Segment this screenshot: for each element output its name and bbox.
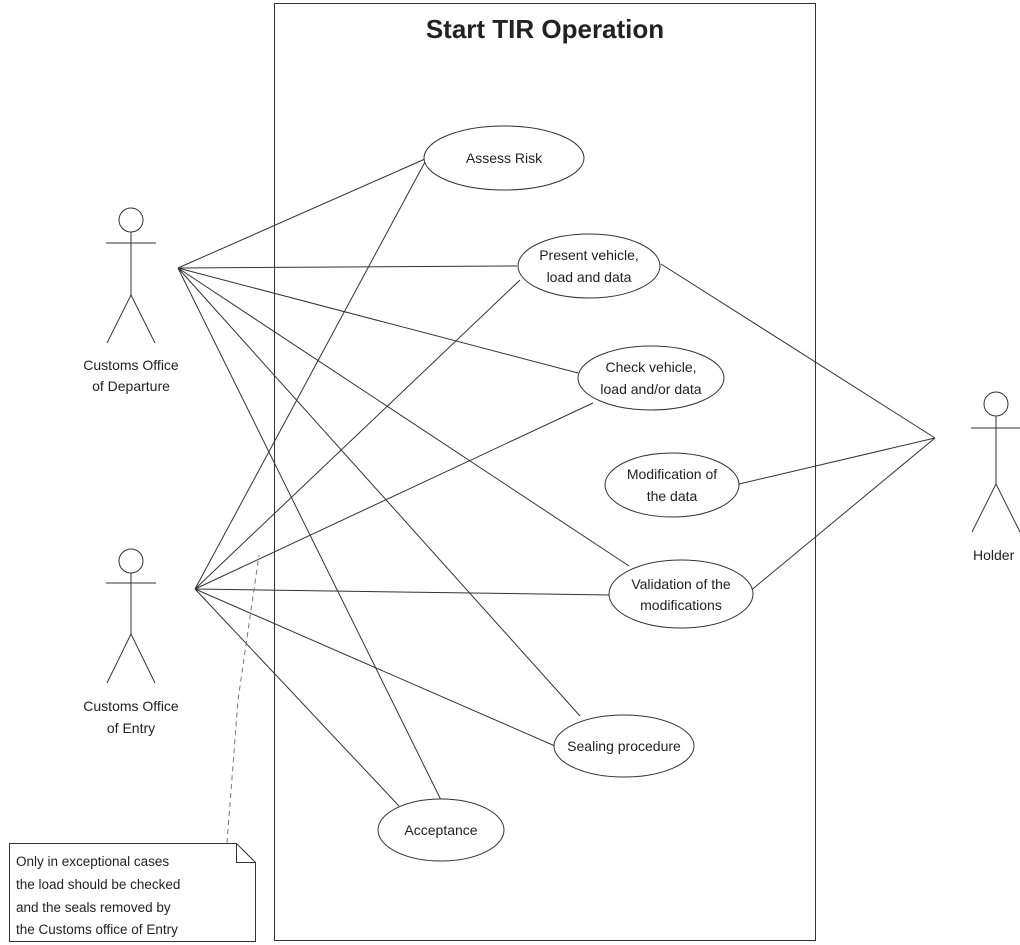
note-anchor-line	[226, 554, 260, 844]
actor-departure-left-leg	[106, 294, 132, 344]
use-case-check-vehicle-label-1: Check vehicle,	[605, 359, 696, 375]
assoc-entry-validation	[194, 588, 611, 596]
use-case-check-vehicle[interactable]: Check vehicle, load and/or data	[577, 345, 725, 411]
actor-departure-label-1: Customs Office	[83, 357, 179, 373]
association-lines	[177, 158, 936, 807]
use-case-present-vehicle[interactable]: Present vehicle, load and data	[517, 233, 661, 299]
use-case-validation[interactable]: Validation of the modifications	[608, 559, 754, 629]
assoc-departure-sealing	[177, 267, 581, 717]
use-case-modification-label-2: the data	[647, 488, 698, 504]
actor-entry-label-2: of Entry	[107, 720, 155, 736]
actor-departure-right-leg	[130, 294, 156, 344]
assoc-departure-check	[177, 267, 579, 374]
actor-holder-left-leg	[971, 483, 997, 533]
use-case-sealing-shape	[553, 714, 695, 778]
assoc-entry-check	[194, 402, 594, 590]
note-line-2: the load should be checked	[16, 877, 180, 892]
assoc-departure-validation	[177, 267, 630, 567]
use-case-acceptance[interactable]: Acceptance	[377, 798, 505, 862]
use-case-assess-risk-shape	[423, 125, 585, 191]
assoc-entry-present	[194, 279, 521, 590]
actor-holder[interactable]	[971, 391, 1020, 533]
use-case-validation-label-1: Validation of the	[631, 576, 731, 592]
use-case-present-vehicle-label-1: Present vehicle,	[539, 247, 639, 263]
use-case-sealing[interactable]: Sealing procedure	[553, 714, 695, 778]
use-case-modification-label-1: Modification of	[627, 466, 717, 482]
actor-departure-label-2: of Departure	[92, 378, 170, 394]
note-line-4: the Customs office of Entry	[16, 922, 178, 937]
note: Only in exceptional cases the load shoul…	[9, 843, 256, 942]
actor-customs-entry[interactable]	[106, 548, 156, 684]
actor-entry-left-leg	[106, 633, 132, 684]
assoc-entry-acceptance	[194, 588, 400, 807]
use-case-assess-risk[interactable]: Assess Risk	[423, 125, 585, 191]
actor-holder-right-leg	[995, 483, 1020, 533]
use-case-acceptance-label: Acceptance	[404, 822, 477, 838]
assoc-holder-validation	[748, 437, 936, 593]
use-case-present-vehicle-label-2: load and data	[547, 269, 632, 285]
diagram-title: Start TIR Operation	[426, 14, 664, 44]
use-case-present-vehicle-shape	[517, 233, 661, 299]
assoc-departure-assess-risk	[177, 158, 426, 269]
note-shape	[9, 843, 256, 942]
use-case-assess-risk-label: Assess Risk	[466, 150, 543, 166]
actor-holder-label: Holder	[973, 547, 1015, 563]
actor-departure-head	[118, 207, 144, 233]
assoc-departure-present	[177, 265, 518, 269]
note-line-1: Only in exceptional cases	[16, 854, 169, 869]
actor-entry-right-leg	[130, 633, 156, 684]
use-case-validation-shape	[608, 559, 754, 629]
system-boundary	[274, 3, 816, 941]
use-case-acceptance-shape	[377, 798, 505, 862]
note-line-3: and the seals removed by	[16, 900, 171, 915]
actor-customs-departure[interactable]	[106, 207, 156, 344]
use-case-check-vehicle-label-2: load and/or data	[600, 381, 701, 397]
use-case-sealing-label: Sealing procedure	[567, 738, 681, 754]
actor-holder-head	[983, 391, 1009, 417]
assoc-entry-sealing	[194, 588, 556, 747]
assoc-holder-present	[660, 263, 936, 439]
use-case-modification-shape	[604, 452, 740, 518]
assoc-holder-modification	[738, 437, 936, 485]
use-case-check-vehicle-shape	[577, 345, 725, 411]
assoc-entry-assess-risk	[194, 161, 426, 590]
actor-entry-head	[118, 548, 144, 574]
note-corner-fold	[236, 843, 256, 863]
actor-entry-label-1: Customs Office	[83, 698, 179, 714]
use-case-modification[interactable]: Modification of the data	[604, 452, 740, 518]
assoc-departure-acceptance	[177, 267, 442, 801]
use-case-validation-label-2: modifications	[640, 597, 722, 613]
